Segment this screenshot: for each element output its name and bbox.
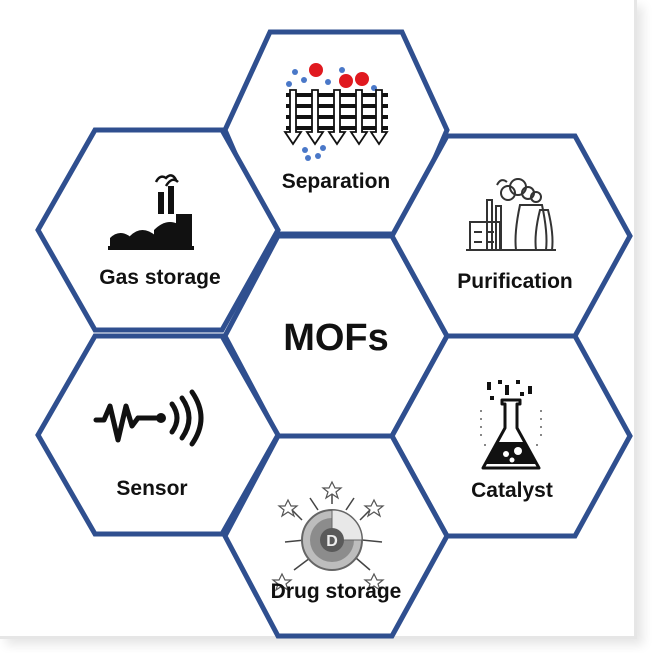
label-center-mofs: MOFs — [283, 317, 389, 359]
factory-cooling-tower-icon — [466, 178, 556, 251]
label-catalyst: Catalyst — [471, 479, 553, 502]
label-drug-storage: Drug storage — [271, 580, 402, 603]
membrane-separation-icon — [283, 63, 389, 161]
drug-nanoparticle-icon: D — [271, 480, 385, 592]
gas-storage-tanks-icon — [108, 174, 194, 250]
label-gas-storage: Gas storage — [99, 266, 220, 289]
label-purification: Purification — [457, 270, 573, 293]
signal-sensor-icon — [93, 389, 204, 447]
label-sensor: Sensor — [116, 477, 187, 500]
flask-catalyst-icon — [480, 380, 542, 470]
label-separation: Separation — [282, 170, 391, 193]
hex-purification — [389, 133, 633, 339]
svg-text:D: D — [326, 533, 338, 550]
